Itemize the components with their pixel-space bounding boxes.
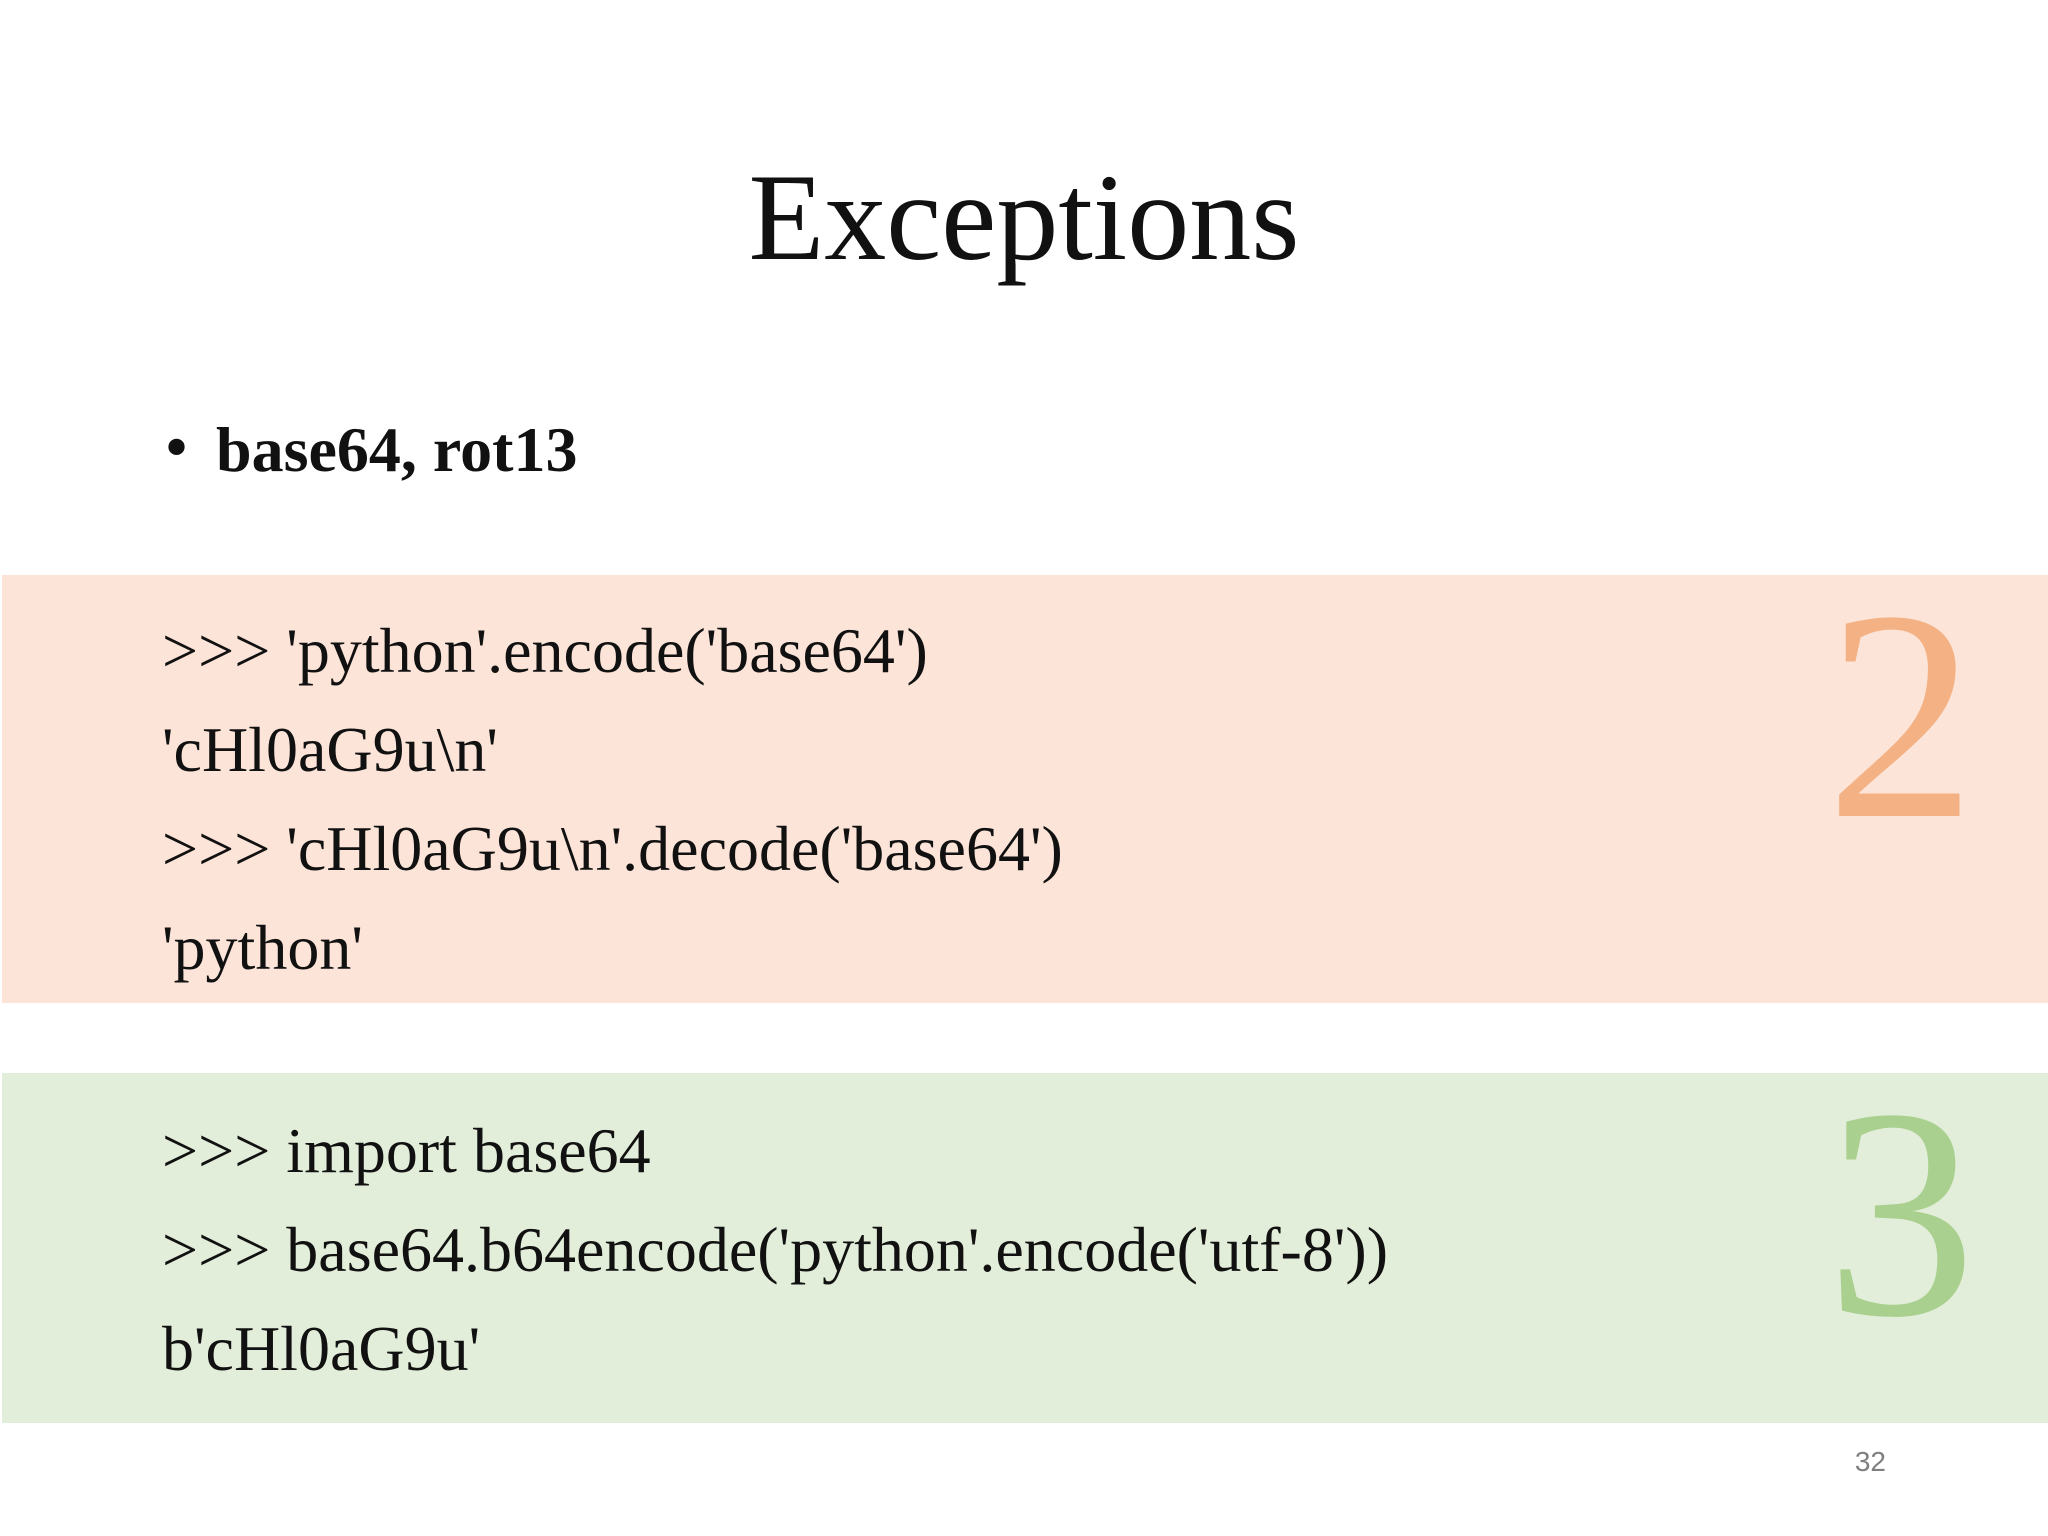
bullet-icon: •	[160, 417, 194, 482]
bullet-item: • base64, rot13	[160, 410, 577, 490]
code-line: >>> 'python'.encode('base64')	[162, 615, 928, 686]
code-line: b'cHl0aG9u'	[162, 1313, 481, 1384]
code-panel-python2: >>> 'python'.encode('base64') 'cHl0aG9u\…	[2, 565, 2048, 1003]
page-number: 32	[1854, 1446, 1886, 1477]
code-block: >>> import base64 >>> base64.b64encode('…	[162, 1101, 1388, 1398]
slide-title: Exceptions	[748, 149, 1300, 286]
code-line: 'cHl0aG9u\n'	[162, 714, 498, 785]
bullet-text: base64, rot13	[216, 414, 578, 485]
code-line: >>> 'cHl0aG9u\n'.decode('base64')	[162, 813, 1063, 884]
code-panel-python3: >>> import base64 >>> base64.b64encode('…	[2, 1063, 2048, 1423]
version-number: 2	[1826, 549, 1976, 881]
code-line: >>> base64.b64encode('python'.encode('ut…	[162, 1214, 1388, 1285]
code-block: >>> 'python'.encode('base64') 'cHl0aG9u\…	[162, 601, 1063, 997]
version-number: 3	[1826, 1047, 1976, 1379]
code-line: 'python'	[162, 912, 363, 983]
code-line: >>> import base64	[162, 1115, 651, 1186]
